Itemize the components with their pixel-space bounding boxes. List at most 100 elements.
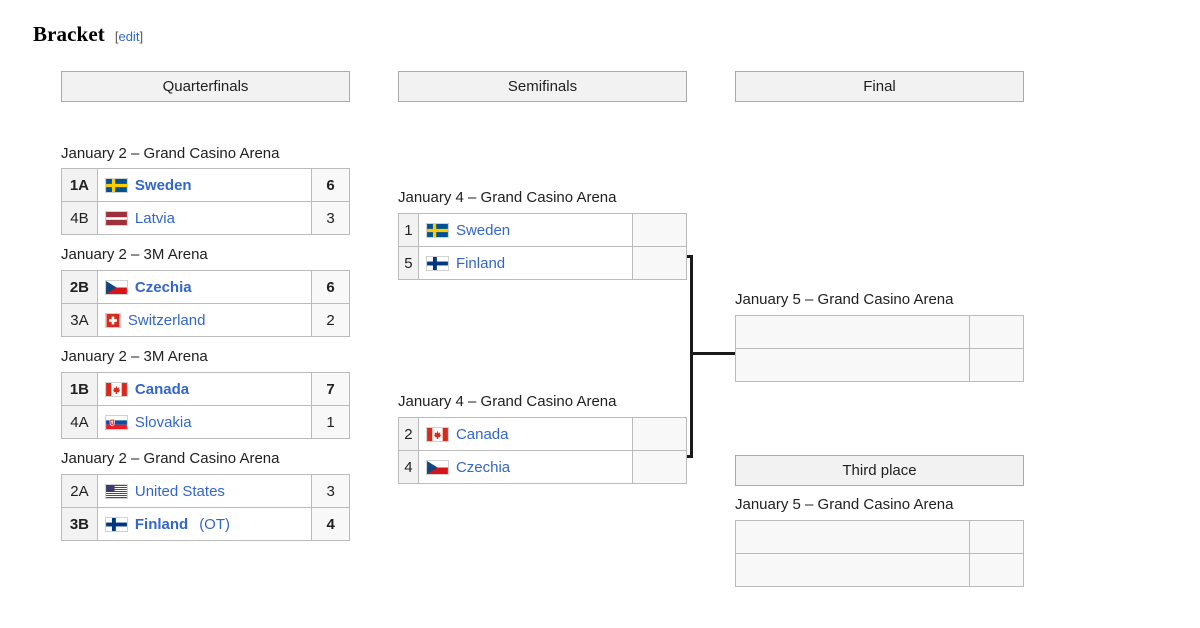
switzerland-flag-icon bbox=[104, 312, 121, 328]
connector-sf1-horizontal bbox=[683, 255, 693, 258]
score-cell: 2 bbox=[311, 303, 350, 337]
score-cell: 1 bbox=[311, 405, 350, 439]
table-row: 3A Switzerland 2 bbox=[61, 303, 350, 337]
score-cell bbox=[632, 213, 687, 247]
table-row: 4A Slovakia 1 bbox=[61, 405, 350, 439]
match-qf-4: 2A bbox=[61, 474, 350, 541]
team-cell bbox=[734, 520, 971, 554]
edit-bracket-open: [ bbox=[114, 29, 119, 44]
team-name-link[interactable]: Switzerland bbox=[127, 311, 206, 329]
team-cell: United States bbox=[96, 474, 313, 508]
table-row: 2A bbox=[61, 474, 350, 508]
team-name-link[interactable]: Sweden bbox=[134, 176, 192, 194]
score-cell bbox=[969, 348, 1024, 382]
score-cell: 7 bbox=[311, 372, 350, 406]
czechia-flag-icon bbox=[425, 459, 449, 475]
seed-cell: 2A bbox=[61, 474, 98, 508]
venue-third-place: January 5 – Grand Casino Arena bbox=[735, 496, 954, 513]
united-states-flag-icon bbox=[104, 483, 128, 499]
team-name-link[interactable]: Latvia bbox=[134, 209, 175, 227]
table-row: 1A Sweden 6 bbox=[61, 168, 350, 202]
seed-cell: 4 bbox=[398, 450, 419, 484]
match-third-place bbox=[734, 520, 1024, 587]
round-header-final: Final bbox=[735, 71, 1024, 102]
edit-section-link-wrap: [edit] bbox=[115, 29, 143, 44]
score-cell bbox=[969, 553, 1024, 587]
match-sf-2: 2 Canada 4 bbox=[398, 417, 687, 484]
team-cell: Finland (OT) bbox=[96, 507, 313, 541]
table-row bbox=[734, 315, 1024, 349]
team-name-link[interactable]: Finland bbox=[455, 254, 506, 272]
seed-cell: 2 bbox=[398, 417, 419, 451]
team-cell bbox=[734, 348, 971, 382]
team-cell: Sweden bbox=[96, 168, 313, 202]
seed-cell: 3A bbox=[61, 303, 98, 337]
seed-cell: 1A bbox=[61, 168, 98, 202]
team-name-link[interactable]: Slovakia bbox=[134, 413, 192, 431]
overtime-indicator[interactable]: (OT) bbox=[199, 515, 231, 533]
team-name-link[interactable]: Canada bbox=[455, 425, 509, 443]
team-name-link[interactable]: United States bbox=[134, 482, 225, 500]
score-cell bbox=[969, 520, 1024, 554]
team-cell: Canada bbox=[417, 417, 634, 451]
venue-qf-4: January 2 – Grand Casino Arena bbox=[61, 450, 280, 467]
score-cell: 3 bbox=[311, 474, 350, 508]
seed-cell: 4A bbox=[61, 405, 98, 439]
team-name-link[interactable]: Canada bbox=[134, 380, 190, 398]
score-cell bbox=[632, 417, 687, 451]
team-name-link[interactable]: Czechia bbox=[134, 278, 192, 296]
team-cell: Sweden bbox=[417, 213, 634, 247]
team-cell: Czechia bbox=[96, 270, 313, 304]
team-cell bbox=[734, 553, 971, 587]
venue-qf-3: January 2 – 3M Arena bbox=[61, 348, 208, 365]
sweden-flag-icon bbox=[425, 222, 449, 238]
finland-flag-icon bbox=[425, 255, 449, 271]
edit-link[interactable]: edit bbox=[118, 29, 140, 44]
venue-sf-1: January 4 – Grand Casino Arena bbox=[398, 189, 617, 206]
seed-cell: 1B bbox=[61, 372, 98, 406]
round-header-quarterfinals: Quarterfinals bbox=[61, 71, 350, 102]
table-row bbox=[734, 553, 1024, 587]
score-cell: 4 bbox=[311, 507, 350, 541]
table-row: 3B Finland (OT) 4 bbox=[61, 507, 350, 541]
bracket-section-heading: Bracket [edit] bbox=[33, 22, 143, 47]
team-cell: Finland bbox=[417, 246, 634, 280]
venue-final: January 5 – Grand Casino Arena bbox=[735, 291, 954, 308]
seed-cell: 2B bbox=[61, 270, 98, 304]
team-name-link[interactable]: Czechia bbox=[455, 458, 511, 476]
canada-flag-icon bbox=[104, 381, 128, 397]
table-row: 1B Canada 7 bbox=[61, 372, 350, 406]
match-qf-1: 1A Sweden 6 4B bbox=[61, 168, 350, 235]
team-cell bbox=[734, 315, 971, 349]
finland-flag-icon bbox=[104, 516, 128, 532]
slovakia-flag-icon bbox=[104, 414, 128, 430]
table-row: 5 Finland bbox=[398, 246, 687, 280]
connector-vertical-final bbox=[690, 255, 693, 458]
team-name-link[interactable]: Finland bbox=[134, 515, 189, 533]
page-title: Bracket bbox=[33, 22, 105, 46]
venue-sf-2: January 4 – Grand Casino Arena bbox=[398, 393, 617, 410]
seed-cell: 3B bbox=[61, 507, 98, 541]
round-header-third-place: Third place bbox=[735, 455, 1024, 486]
table-row: 4B Latvia 3 bbox=[61, 201, 350, 235]
score-cell bbox=[632, 246, 687, 280]
match-sf-1: 1 Sweden 5 bbox=[398, 213, 687, 280]
canada-flag-icon bbox=[425, 426, 449, 442]
connector-final-stub bbox=[690, 352, 735, 355]
round-header-semifinals: Semifinals bbox=[398, 71, 687, 102]
team-cell: Latvia bbox=[96, 201, 313, 235]
table-row bbox=[734, 520, 1024, 554]
score-cell bbox=[969, 315, 1024, 349]
team-cell: Slovakia bbox=[96, 405, 313, 439]
seed-cell: 4B bbox=[61, 201, 98, 235]
seed-cell: 5 bbox=[398, 246, 419, 280]
score-cell: 6 bbox=[311, 270, 350, 304]
table-row: 2 Canada bbox=[398, 417, 687, 451]
team-name-link[interactable]: Sweden bbox=[455, 221, 511, 239]
match-final bbox=[734, 315, 1024, 382]
table-row: 4 Czechia bbox=[398, 450, 687, 484]
team-cell: Czechia bbox=[417, 450, 634, 484]
sweden-flag-icon bbox=[104, 177, 128, 193]
team-cell: Canada bbox=[96, 372, 313, 406]
edit-bracket-close: ] bbox=[139, 29, 144, 44]
